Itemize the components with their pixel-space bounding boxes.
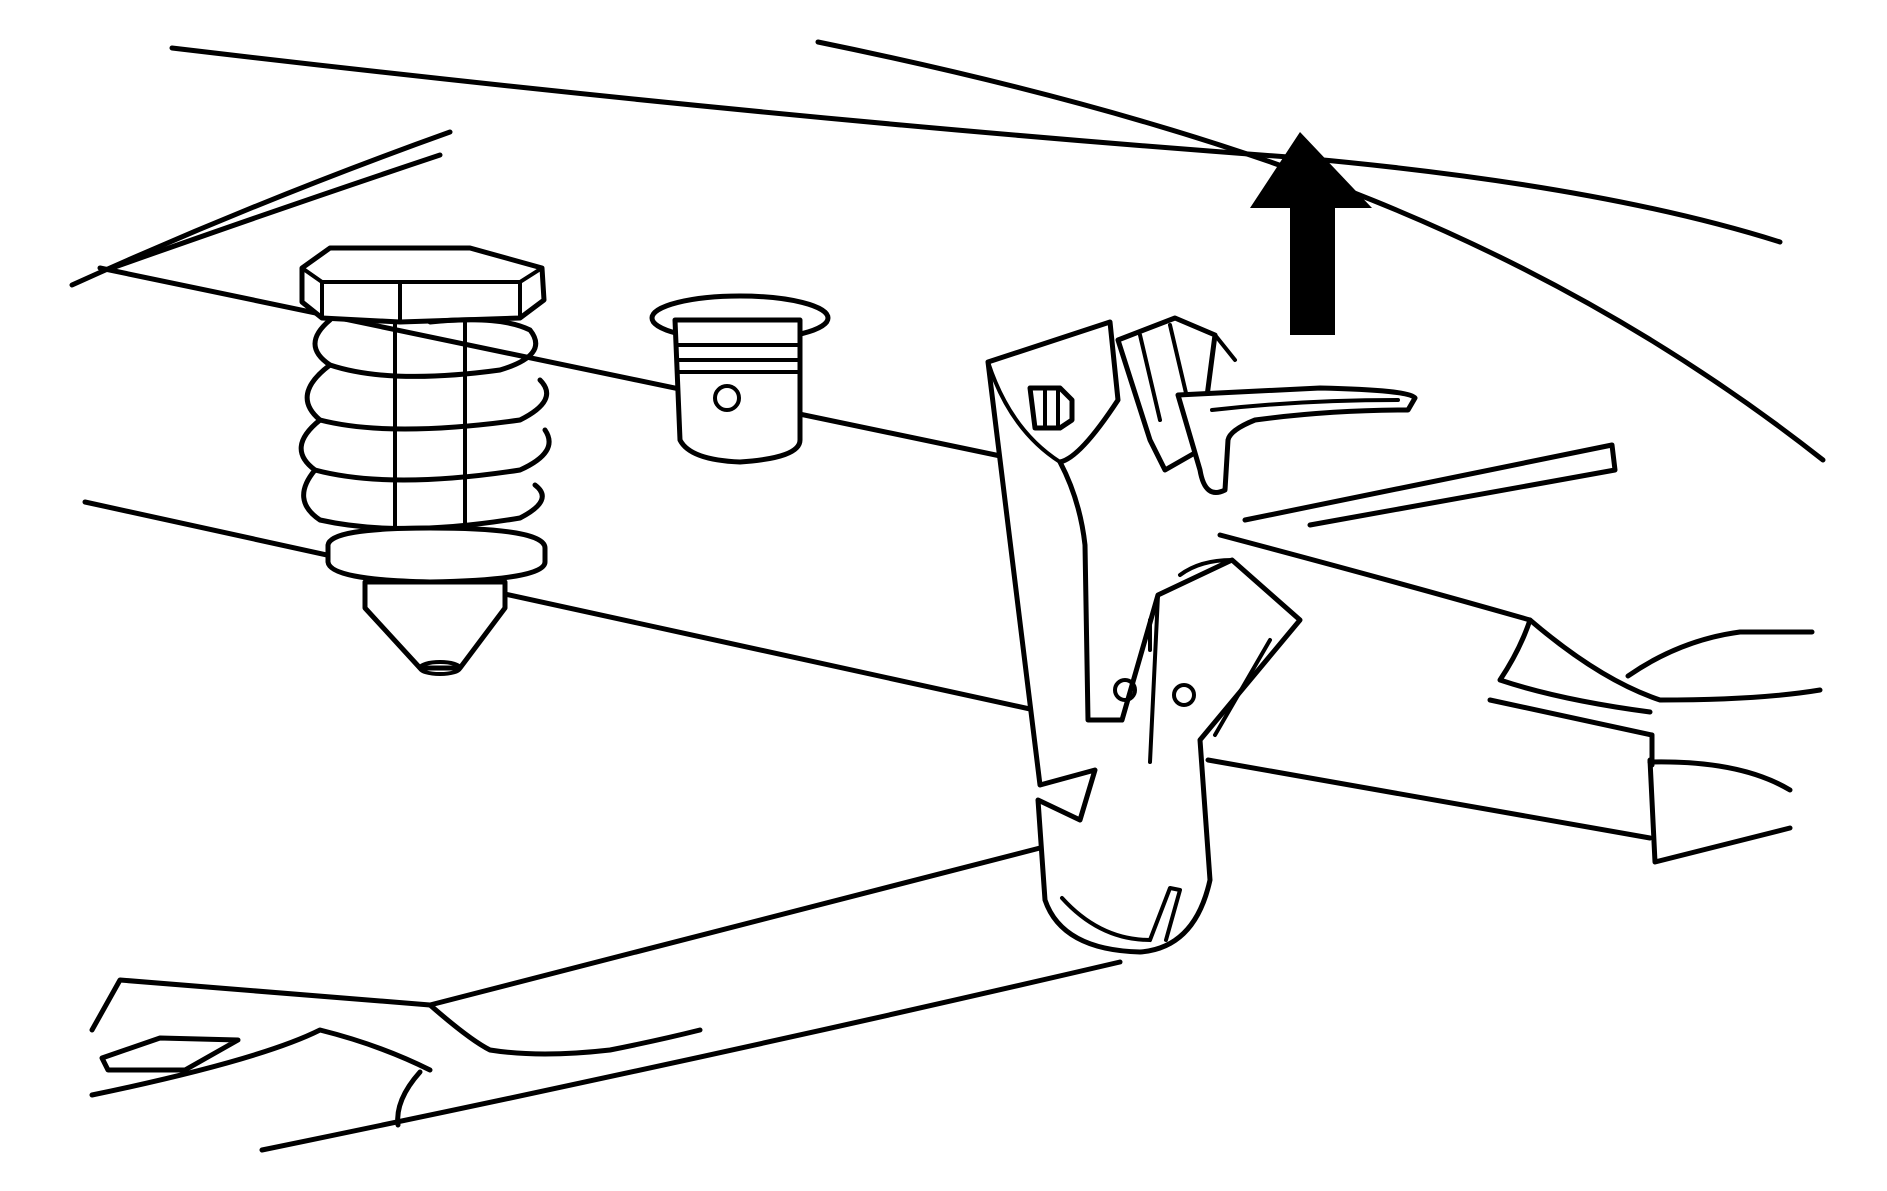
panel-upper-contour bbox=[815, 39, 1826, 463]
rail-cross-member bbox=[1242, 442, 1618, 528]
hook-bracket-hole-left bbox=[1113, 678, 1137, 702]
grommet-push-nut bbox=[649, 293, 831, 465]
hook-bracket bbox=[985, 315, 1418, 955]
hook-bracket-stud-thread bbox=[1043, 386, 1060, 430]
panel-lower-edge bbox=[1205, 757, 1653, 841]
pin-spring-coil-1 bbox=[312, 317, 539, 379]
hook-bracket-arm bbox=[1175, 385, 1418, 495]
rail-right-contour bbox=[1527, 617, 1823, 703]
hook-bracket-body bbox=[985, 319, 1303, 955]
hook-bracket-lip bbox=[1060, 886, 1182, 942]
panel-seam-upper bbox=[97, 265, 1013, 461]
grommet-ribs bbox=[676, 343, 800, 374]
pin-hex-head bbox=[299, 245, 547, 325]
rail-end-lower bbox=[89, 1027, 433, 1098]
pin-shaft bbox=[393, 320, 467, 547]
panel-seam-lower bbox=[82, 499, 1083, 723]
pin-hex-head-facets bbox=[320, 280, 522, 324]
pin-spring-coil-2 bbox=[304, 362, 550, 432]
hook-bracket-fold bbox=[986, 360, 1062, 464]
panel-left-edge-inner bbox=[109, 152, 443, 271]
spring-push-pin-retainer bbox=[298, 245, 552, 676]
hook-bracket-hole-right bbox=[1172, 683, 1196, 707]
rail-slot bbox=[99, 1035, 241, 1073]
rail-end-contour bbox=[427, 1002, 703, 1057]
rail-lower-edge bbox=[259, 959, 1123, 1153]
rail-upper-edge bbox=[427, 845, 1043, 1008]
underbody-panel bbox=[69, 39, 1826, 865]
pin-tip-end bbox=[418, 660, 462, 676]
hook-bracket-arm-inner bbox=[1210, 398, 1400, 412]
pin-hex-head-top bbox=[300, 266, 544, 284]
rail-cross-member-lower bbox=[1217, 532, 1653, 715]
rail-web-line bbox=[395, 1069, 423, 1128]
rail-flange-edge bbox=[1647, 759, 1793, 793]
hook-bracket-spine bbox=[1148, 593, 1160, 764]
frame-rail bbox=[89, 442, 1823, 1153]
panel-right-step bbox=[1647, 757, 1793, 865]
rail-end-upper bbox=[89, 977, 433, 1033]
pin-cone-tip bbox=[362, 579, 508, 671]
hook-bracket-edge-inner bbox=[1178, 558, 1272, 737]
rail-right-slot bbox=[1625, 629, 1815, 679]
rail-flange bbox=[1487, 697, 1655, 768]
panel-outer-edge bbox=[169, 45, 1783, 245]
pin-washer bbox=[325, 525, 548, 585]
hook-bracket-stud bbox=[1027, 385, 1075, 431]
arrow-up-head bbox=[1250, 132, 1372, 335]
grommet-hole bbox=[713, 384, 741, 412]
arrow-up-icon bbox=[1250, 132, 1372, 335]
